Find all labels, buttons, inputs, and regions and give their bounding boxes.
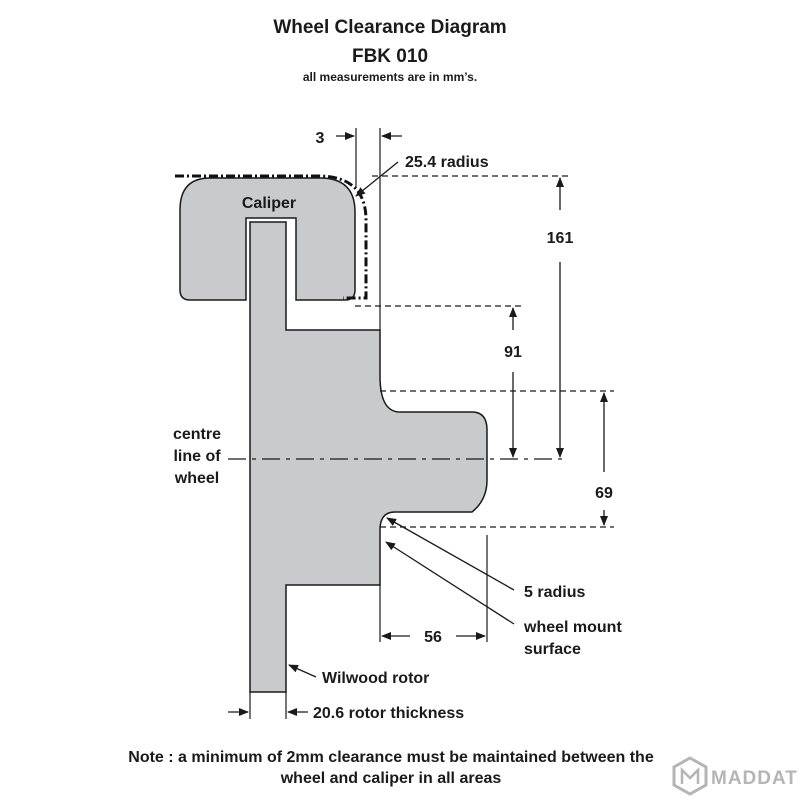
radius-5-leader [386,517,515,591]
brand-name: MADDAT [711,768,798,789]
radius-25-leader [355,161,399,197]
wheel-mount-leader [385,541,515,625]
clearance-note-line-2: wheel and caliper in all areas [280,770,502,787]
height-161-dimension: 161 [547,230,574,247]
wheel-mount-label-2: surface [524,641,581,658]
height-91-dimension: 91 [504,344,522,361]
radius-5-label: 5 radius [524,584,585,601]
centre-line-label-1: centre [173,426,221,443]
wheel-profile-line [175,174,368,300]
height-69-dimension: 69 [595,485,613,502]
diagram-title: Wheel Clearance Diagram [273,17,506,38]
rotor-leader [288,664,317,678]
centre-line-label-2: line of [173,448,221,465]
brand-hexagon-icon [672,756,708,796]
width-56-dimension: 56 [424,629,442,646]
radius-25-label: 25.4 radius [405,154,489,171]
model-number: FBK 010 [352,46,428,67]
units-note: all measurements are in mm’s. [303,70,477,84]
rotor-thickness-label: 20.6 rotor thickness [313,705,464,722]
wheel-mount-label-1: wheel mount [523,619,622,636]
caliper-label: Caliper [242,195,296,212]
brand-logo: MADDAT [672,756,798,796]
brand-m-icon [680,766,700,784]
centre-line-label-3: wheel [174,470,219,487]
rotor-hub-profile [249,221,488,693]
clearance-note-line-1: Note : a minimum of 2mm clearance must b… [128,749,654,766]
caliper-body [179,177,356,301]
offset-dimension: 3 [316,130,325,147]
rotor-label: Wilwood rotor [322,670,429,687]
